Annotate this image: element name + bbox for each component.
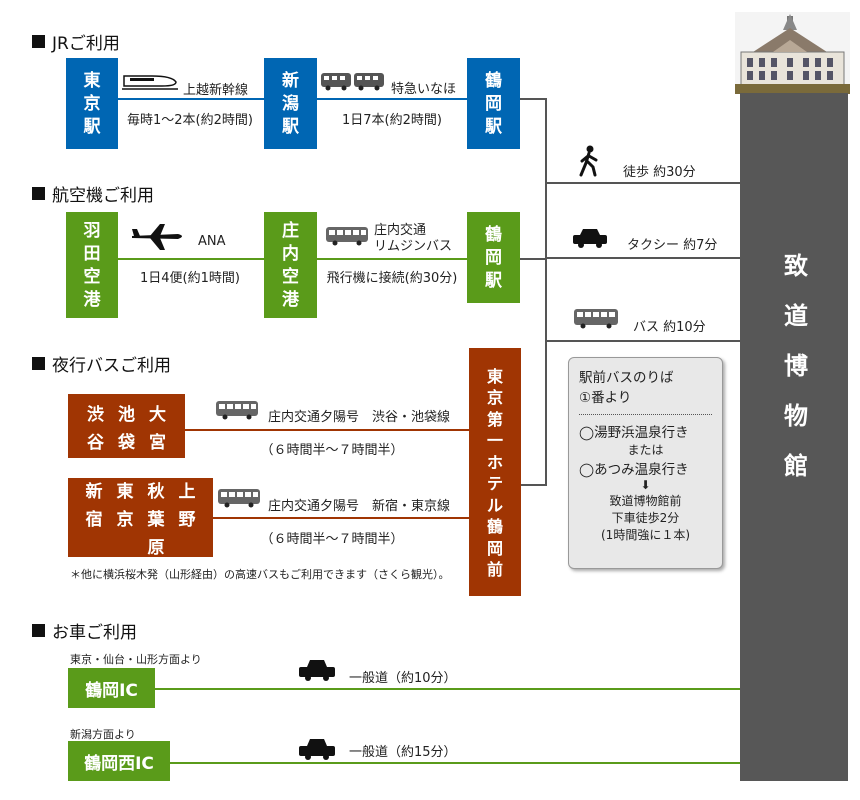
jr-express-line [317, 98, 467, 100]
limousine-label-2: リムジンバス [374, 239, 453, 254]
station-connector-vertical [545, 98, 547, 485]
car-route1-label: 一般道（約10分） [349, 671, 457, 686]
nightbus-route2-line [213, 517, 469, 519]
bus-line [545, 340, 740, 342]
car-icon [299, 660, 335, 681]
section-nightbus: 夜行バスご利用 [32, 351, 171, 376]
station-tsuruoka-air: 鶴 岡 駅 [467, 212, 520, 303]
section-car: お車ご利用 [32, 618, 137, 643]
ic2-origin: 新潟方面より [70, 728, 136, 741]
akihabara-char-3: 原 [147, 538, 165, 558]
air-limousine-line [317, 258, 467, 260]
walk-time: 徒歩 約30分 [623, 165, 696, 180]
air-connector-line [520, 258, 547, 260]
shinkansen-icon [122, 75, 178, 90]
car-route1-line [155, 688, 740, 690]
tokyo-char-1: 東 [116, 482, 134, 502]
nightbus-route1-line [185, 429, 469, 431]
bus-stop-title: 駅前バスのりば [579, 370, 674, 386]
bus-stop-platform: ①番より [579, 390, 632, 406]
hotel-connector-line [521, 484, 547, 486]
museum-name: 致道博物館 [740, 93, 848, 781]
square-bullet-icon [32, 357, 45, 370]
omiya-char-1: 大 [149, 404, 166, 425]
ic1-origin: 東京・仙台・山形方面より [70, 653, 202, 666]
nightbus-origin-group-1: 渋 池 大 谷 袋 宮 [68, 394, 185, 458]
limousine-note: 飛行機に接続(約30分) [326, 271, 458, 286]
bus-dest-2: ◯あつみ温泉行き [579, 462, 689, 478]
section-air: 航空機ご利用 [32, 181, 154, 206]
divider [579, 414, 712, 415]
nightbus-origin-group-2: 新 東 秋 上 宿 京 葉 野 原 [68, 478, 213, 558]
express-label: 特急いなほ [391, 82, 457, 97]
jr-shinkansen-line [118, 98, 266, 100]
bus-stop-name: 致道博物館前 [609, 494, 682, 508]
nightbus-route1-bus-icon [216, 401, 258, 420]
air-flight-line [118, 258, 264, 260]
nightbus-note: ＊他に横浜桜木発（山形経由）の高速バスもご利用できます（さくら観光）。 [70, 568, 450, 581]
walk-line [545, 182, 740, 184]
shinkansen-frequency: 毎時1～2本(約2時間) [127, 113, 253, 128]
akihabara-char-1: 秋 [147, 482, 165, 502]
museum-building-icon [735, 12, 850, 94]
bus-stop-walk: 下車徒歩2分 [611, 511, 680, 525]
nightbus-route2-label: 庄内交通夕陽号 新宿・東京線 [268, 499, 451, 514]
station-tokyo: 東 京 駅 [66, 58, 118, 149]
ikebukuro-char-2: 袋 [118, 432, 135, 453]
bus-dest-1: ◯湯野浜温泉行き [579, 425, 689, 441]
shinjuku-char-2: 宿 [85, 510, 103, 530]
taxi-car-icon [573, 229, 607, 248]
ic-tsuruoka: 鶴岡IC [68, 668, 155, 708]
nightbus-route2-time: （６時間半～７時間半） [260, 532, 404, 547]
taxi-line [545, 257, 740, 259]
taxi-time: タクシー 約7分 [627, 238, 718, 253]
bus-dest-or: または [627, 443, 664, 457]
airport-haneda: 羽 田 空 港 [66, 212, 118, 318]
bus-stop-frequency: (1時間強に１本) [601, 528, 690, 542]
bus-icon [574, 309, 618, 329]
walking-person-icon [579, 145, 598, 177]
square-bullet-icon [32, 35, 45, 48]
square-bullet-icon [32, 624, 45, 637]
airline-label: ANA [198, 234, 226, 249]
nightbus-route1-time: （６時間半～７時間半） [260, 443, 404, 458]
express-train-icon [321, 73, 384, 91]
ueno-char-2: 野 [178, 510, 196, 530]
omiya-char-2: 宮 [149, 432, 166, 453]
car-icon [299, 739, 335, 760]
tokyo-char-2: 京 [116, 510, 134, 530]
limousine-label-1: 庄内交通 [374, 223, 427, 238]
stop-tokyo-daiichi-hotel: 東 京 第 一 ホ テ ル 鶴 岡 前 [469, 348, 521, 596]
down-arrow-icon: ⬇ [640, 478, 651, 492]
airplane-icon [132, 224, 182, 250]
station-niigata: 新 潟 駅 [264, 58, 317, 149]
express-frequency: 1日7本(約2時間) [342, 113, 442, 128]
shibuya-char-2: 谷 [87, 432, 104, 453]
nightbus-route1-label: 庄内交通夕陽号 渋谷・池袋線 [268, 410, 451, 425]
square-bullet-icon [32, 187, 45, 200]
ikebukuro-char-1: 池 [118, 404, 135, 425]
bus-time: バス 約10分 [633, 320, 706, 335]
flight-frequency: 1日4便(約1時間) [140, 271, 240, 286]
car-route2-line [170, 762, 740, 764]
ueno-char-1: 上 [178, 482, 196, 502]
car-route2-label: 一般道（約15分） [349, 745, 457, 760]
shibuya-char-1: 渋 [87, 404, 104, 425]
bus-stop-info: 駅前バスのりば ①番より ◯湯野浜温泉行き または ◯あつみ温泉行き ⬇ 致道博… [568, 357, 723, 569]
nightbus-route2-bus-icon [218, 489, 260, 508]
shinjuku-char-1: 新 [85, 482, 103, 502]
airport-shonai: 庄 内 空 港 [264, 212, 317, 318]
jr-connector-line [520, 98, 547, 100]
ic-tsuruoka-nishi: 鶴岡西IC [68, 741, 170, 781]
station-tsuruoka-jr: 鶴 岡 駅 [467, 58, 520, 149]
limousine-bus-icon [326, 227, 368, 246]
akihabara-char-2: 葉 [147, 510, 165, 530]
shinkansen-label: 上越新幹線 [183, 83, 249, 98]
section-jr: JRご利用 [32, 29, 120, 54]
